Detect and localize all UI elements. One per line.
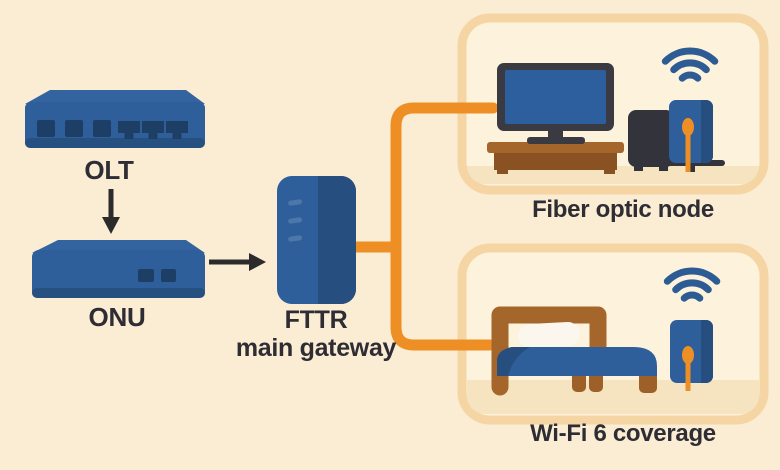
cabinet-foot [604, 168, 615, 174]
olt-port-square [37, 120, 55, 137]
gateway-led [288, 235, 303, 242]
bed-leg [639, 371, 657, 393]
wifi-arc-medium [672, 279, 712, 294]
extender-shaded-side [701, 320, 713, 383]
wifi-room-label: Wi-Fi 6 coverage [530, 420, 716, 447]
olt-device [25, 90, 205, 148]
tv-neck [548, 129, 563, 139]
speaker-box [628, 110, 674, 171]
olt-top-face [25, 90, 205, 104]
fiber-room-label: Fiber optic node [532, 196, 714, 223]
arrow-down-head [102, 217, 120, 234]
node-fiber-cable-tip [682, 118, 694, 136]
arrow-down-icon [102, 189, 120, 234]
gateway-label: FTTR main gateway [226, 306, 406, 362]
onu-bottom-edge [32, 288, 205, 298]
extender-fiber-cable-tip [682, 346, 694, 364]
wifi-arc-large [663, 267, 721, 285]
speaker-foot [659, 166, 668, 171]
tv-cabinet [487, 142, 624, 174]
olt-label: OLT [84, 155, 134, 185]
wifi-arc-medium [670, 59, 710, 74]
gateway-device [277, 176, 356, 304]
bed-blanket-fold [497, 347, 530, 376]
onu-top-face [32, 240, 205, 253]
olt-port-rj45 [166, 121, 188, 139]
room-wifi-floor [467, 380, 759, 414]
arrow-right-head [249, 253, 266, 271]
wifi-arc-small [678, 71, 702, 82]
onu-body [32, 250, 205, 298]
gateway-label-line1: FTTR [284, 306, 348, 334]
bed-leg [572, 371, 586, 392]
onu-device [32, 240, 205, 298]
olt-port-square [93, 120, 111, 137]
fiber-optic-node-unit [655, 100, 725, 172]
olt-port-rj45 [118, 121, 140, 139]
onu-port [138, 269, 154, 282]
fiber-trunk-line [390, 102, 499, 351]
gateway-led [288, 199, 303, 206]
wifi-signal-icon [661, 47, 719, 82]
olt-port-square [65, 120, 83, 137]
gateway-led [288, 217, 303, 224]
arrow-right-icon [209, 253, 266, 271]
node-shaded-side [701, 100, 713, 163]
wifi-arc-large [661, 47, 719, 65]
wifi-arc-small [680, 291, 704, 302]
wifi-signal-icon [663, 267, 721, 302]
bed-pillow [518, 322, 580, 348]
onu-label: ONU [88, 302, 146, 332]
bed-blanket [497, 347, 657, 376]
speaker-body [628, 110, 674, 167]
gateway-shaded-side [318, 176, 356, 304]
cabinet-body [494, 153, 617, 170]
cabinet-foot [497, 168, 508, 174]
wifi6-extender-unit [670, 320, 713, 391]
tv-stand-base [527, 137, 585, 144]
olt-ports [37, 120, 188, 139]
gateway-indicator-lights [288, 199, 303, 242]
fiber-link-lines [350, 102, 499, 351]
bed-leg [589, 371, 603, 392]
cabinet-top [487, 142, 624, 153]
tv-screen [505, 70, 606, 124]
onu-port [161, 269, 176, 282]
olt-port-rj45 [142, 121, 164, 139]
tv [497, 63, 614, 144]
speaker-foot [634, 166, 643, 171]
bed [491, 306, 657, 396]
olt-bottom-edge [25, 138, 205, 148]
gateway-label-line2: main gateway [235, 334, 397, 362]
bed-headboard [491, 306, 607, 396]
